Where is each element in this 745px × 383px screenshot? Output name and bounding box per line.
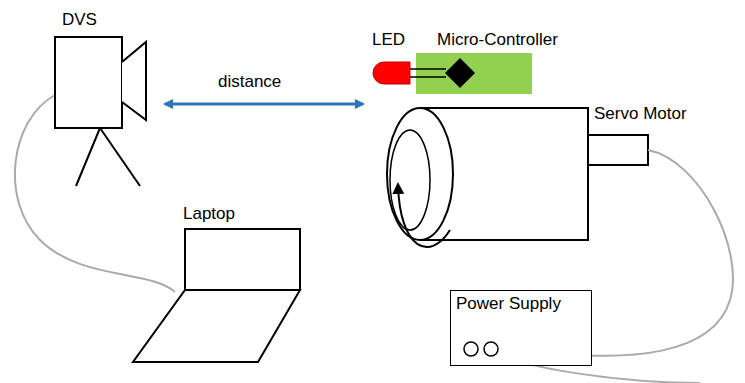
part-label: LED [372,30,405,50]
part-label: Servo Motor [594,104,687,124]
part-label: Micro-Controller [437,30,558,50]
device-label: DVS [62,10,97,30]
dvs-camera [55,37,146,186]
rotation-arrow [398,185,450,247]
box-title: Power Supply [451,291,591,314]
micro-controller-board [416,53,532,94]
terminals [461,339,501,359]
device-label: Laptop [183,204,235,224]
chip-diamond [445,58,475,88]
servo-motor [387,108,648,240]
distance-label: distance [218,72,281,92]
power-supply-box: Power Supply [450,290,592,366]
distance-arrow [165,103,363,106]
laptop [133,229,300,362]
led [373,62,446,84]
